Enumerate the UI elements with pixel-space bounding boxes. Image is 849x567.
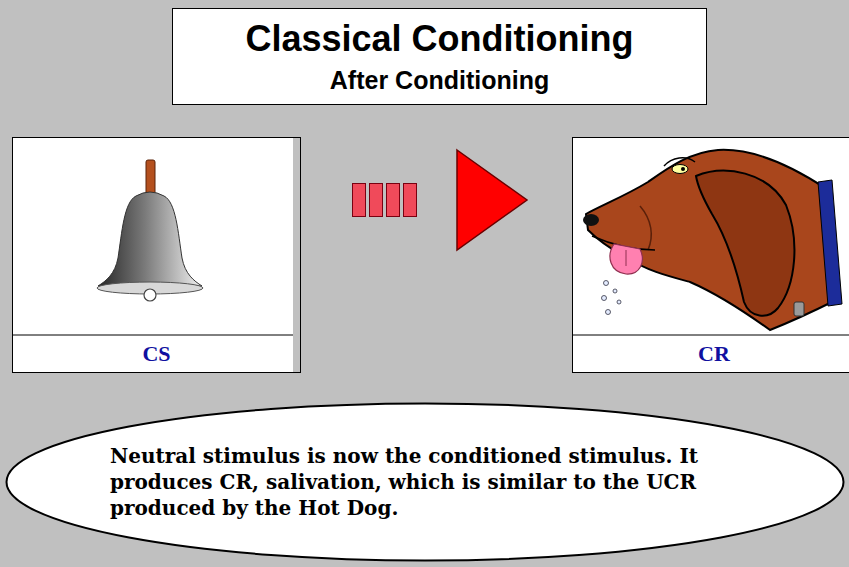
dog-tongue-line — [626, 250, 627, 266]
note-text: Neutral stimulus is now the conditioned … — [110, 443, 740, 521]
drool-drop — [602, 296, 607, 301]
dog-tongue — [610, 244, 642, 274]
bell-handle — [146, 160, 155, 196]
panel-label: CR — [573, 335, 849, 372]
panel-ground — [572, 137, 849, 373]
panel-label: CS — [13, 335, 300, 372]
stimulus-panel: CS — [12, 137, 301, 373]
title-text: Classical Conditioning — [245, 18, 633, 59]
dog-collar — [818, 180, 842, 306]
arrow-block-outline — [303, 183, 570, 217]
panel-ground — [12, 137, 293, 373]
dog-illustration — [583, 150, 842, 330]
panel-divider — [572, 335, 849, 336]
bell-body — [98, 192, 202, 286]
collar-tag — [794, 302, 804, 316]
subtitle-text: After Conditioning — [330, 66, 549, 95]
response-panel: CR — [572, 137, 849, 373]
dog-pupil — [681, 167, 685, 171]
dog-ear — [696, 171, 794, 316]
bell-clapper — [144, 289, 156, 301]
block-arrow — [303, 200, 570, 201]
dog-nose — [583, 214, 599, 226]
drool-drop — [617, 300, 621, 304]
dog-cheek — [640, 206, 651, 250]
drool-drop — [604, 281, 609, 286]
drool-drop — [606, 310, 611, 315]
ellipse-shape — [7, 404, 844, 561]
dog-eye — [672, 165, 688, 174]
caption-ellipse: Neutral stimulus is now the conditioned … — [5, 402, 845, 562]
arrow-blocks — [303, 184, 570, 216]
title-box: Classical ConditioningAfter Conditioning — [172, 8, 707, 105]
panel-divider — [12, 335, 293, 336]
dog-head — [586, 150, 836, 330]
bell-illustration — [97, 160, 203, 301]
drool-drop — [613, 289, 617, 293]
